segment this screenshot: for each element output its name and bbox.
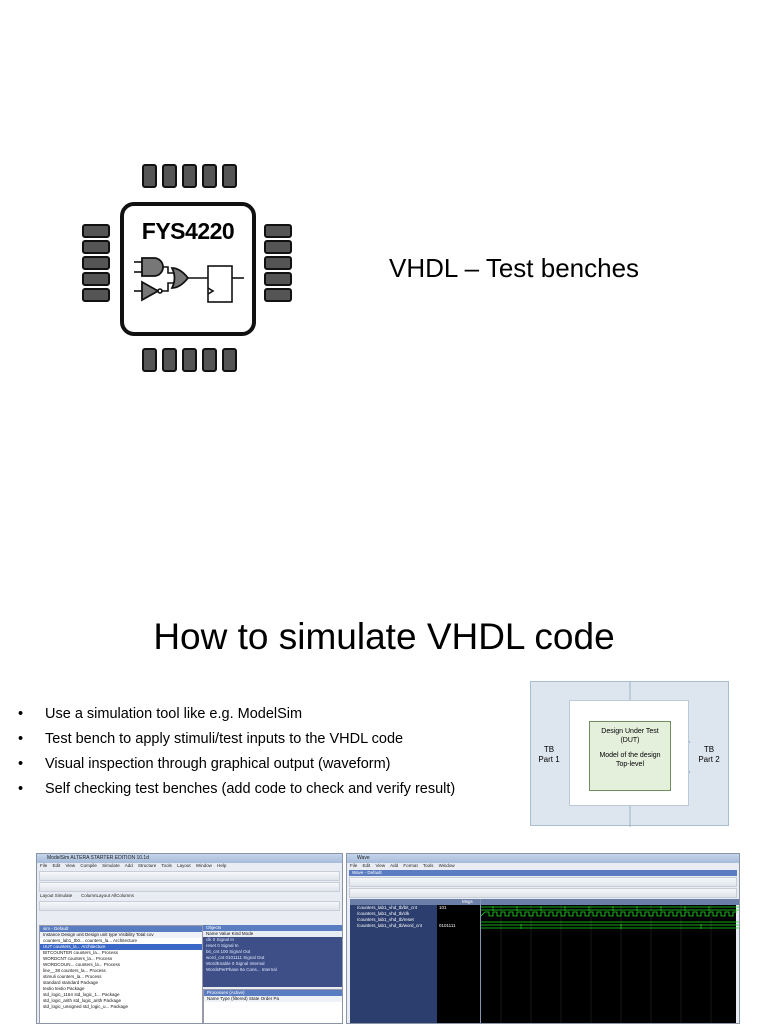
chip-body: FYS4220 <box>120 202 256 336</box>
slide-title: FYS4220 <box>80 162 640 378</box>
bullet-item: •Test bench to apply stimuli/test inputs… <box>18 727 455 752</box>
tb-part2-label: TB Part 2 <box>698 745 720 764</box>
signal-name: /counters_lab1_vhd_tb/bit_cnt <box>357 905 418 910</box>
bullet-item: •Visual inspection through graphical out… <box>18 752 455 777</box>
chip-pin <box>264 288 292 302</box>
chip-pin <box>182 348 197 372</box>
modelsim-toolbar <box>39 871 340 881</box>
workspace-row: stimuli counters_la... Process <box>43 974 102 979</box>
modelsim-toolbar <box>39 882 340 892</box>
signal-name: /counters_lab1_vhd_tb/word_cnt <box>357 923 423 928</box>
bullet-symbol: • <box>18 781 24 797</box>
modelsim-toolbar <box>39 901 340 911</box>
bullet-symbol: • <box>18 706 24 722</box>
wave-menubar: File Edit View Add Format Tools Window <box>350 863 455 868</box>
chip-pin <box>82 288 110 302</box>
object-row: reset 0 Signal In <box>206 943 239 948</box>
workspace-row: counters_lab1_tb0... counters_la... Arch… <box>43 938 138 943</box>
chip-pin <box>222 348 237 372</box>
workspace-row: line__38 counters_la... Process <box>43 968 106 973</box>
chip-pin <box>162 164 177 188</box>
wave-toolbar <box>349 888 737 898</box>
objects-columns: Name Value Kind Mode <box>203 931 342 937</box>
tb-part1-label: TB Part 1 <box>538 745 560 764</box>
wave-pane-header: Wave - Default <box>349 870 737 876</box>
object-row: WordEnable 0 Signal Internal <box>206 961 265 966</box>
wave-titlebar: Wave <box>347 854 739 863</box>
wave-toolbar <box>349 877 737 887</box>
workspace-row: WORDCNT counters_la... Process <box>43 956 113 961</box>
bullet-item: •Self checking test benches (add code to… <box>18 777 455 802</box>
object-row: word_cnt 0101111 Signal Out <box>206 955 265 960</box>
workspace-row: std_logic_unsigned std_logic_u... Packag… <box>43 1004 129 1009</box>
chip-pin <box>202 348 217 372</box>
chip-pin <box>82 240 110 254</box>
modelsim-screenshot: ModelSim ALTERA STARTER EDITION 10.1d Fi… <box>36 853 343 1024</box>
workspace-row: UUT counters_la... Architecture <box>40 944 202 950</box>
chip-pin <box>264 272 292 286</box>
wave-window-screenshot: Wave File Edit View Add Format Tools Win… <box>346 853 740 1024</box>
processes-pane-header: Processes (Active) <box>204 990 342 996</box>
signal-name: /counters_lab1_vhd_tb/reset <box>357 917 414 922</box>
chip-pin <box>82 224 110 238</box>
testbench-diagram: Design Under Test (DUT) Model of the des… <box>530 681 729 827</box>
workspace-row: std_logic_arith std_logic_arith Package <box>43 998 122 1003</box>
bullet-item: •Use a simulation tool like e.g. ModelSi… <box>18 702 455 727</box>
workspace-pane-header: sim - Default <box>40 926 202 932</box>
signal-value: 101 <box>439 905 447 910</box>
slide-title-text: VHDL – Test benches <box>389 253 640 283</box>
slide-heading: How to simulate VHDL code <box>153 616 615 657</box>
modelsim-layout-row: Layout Simulate ColumnLayout AllColumns <box>40 893 134 898</box>
workspace-row: textio textio Package <box>43 986 85 991</box>
chip-pin <box>264 224 292 238</box>
modelsim-titlebar: ModelSim ALTERA STARTER EDITION 10.1d <box>37 854 342 863</box>
object-row: bit_cnt 100 Signal Out <box>206 949 251 954</box>
bullet-symbol: • <box>18 756 24 772</box>
signal-value: 0101111 <box>439 923 456 928</box>
workspace-pane: sim - Default Instance Design unit Desig… <box>39 925 203 1023</box>
chip-pin <box>162 348 177 372</box>
workspace-row: WORDCOUN... counters_la... Process <box>43 962 121 967</box>
msgs-label: Msgs <box>437 899 480 905</box>
workspace-row: std_logic_1164 std_logic_1... Package <box>43 992 120 997</box>
signal-name: /counters_lab1_vhd_tb/clk <box>357 911 410 916</box>
bullet-symbol: • <box>18 731 24 747</box>
processes-pane: Processes (Active) Name Type (filtered) … <box>203 989 342 1023</box>
object-row: WordsPerPhase 9a Cons... Internal <box>206 967 277 972</box>
chip-pin <box>264 240 292 254</box>
objects-pane-header: Objects <box>203 925 342 931</box>
chip-pin <box>182 164 197 188</box>
workspace-columns: Instance Design unit Design unit type Vi… <box>40 932 202 938</box>
modelsim-menubar: File Edit View Compile Simulate Add Stru… <box>40 863 227 868</box>
chip-pin <box>264 256 292 270</box>
waveform-traces <box>481 899 739 1023</box>
chip-pin <box>202 164 217 188</box>
chip-pin <box>82 272 110 286</box>
signal-name-column: /counters_lab1_vhd_tb/bit_cnt /counters_… <box>350 899 438 1023</box>
dut-box: Design Under Test (DUT) Model of the des… <box>589 721 671 791</box>
processes-columns: Name Type (filtered) State Order Pa <box>204 996 342 1002</box>
chip-pin <box>142 348 157 372</box>
objects-pane: Objects Name Value Kind Mode clk 0 Signa… <box>203 925 342 987</box>
chip-pin <box>222 164 237 188</box>
bullet-list: •Use a simulation tool like e.g. ModelSi… <box>18 702 455 802</box>
chip-logo-label: FYS4220 <box>141 218 235 244</box>
chip-logo: FYS4220 <box>80 162 296 378</box>
slide-how-to-simulate: How to simulate VHDL code •Use a simulat… <box>0 512 768 1024</box>
signal-value-column: Msgs 101 0101111 <box>437 899 481 1023</box>
logic-gates-icon <box>134 257 244 303</box>
workspace-row: BITCOUNTER counters_la... Process <box>43 950 119 955</box>
chip-pin <box>142 164 157 188</box>
waveform-area: /counters_lab1_vhd_tb/bit_cnt /counters_… <box>350 899 739 1023</box>
workspace-row: standard standard Package <box>43 980 99 985</box>
chip-pin <box>82 256 110 270</box>
object-row: clk 0 Signal In <box>206 937 235 942</box>
